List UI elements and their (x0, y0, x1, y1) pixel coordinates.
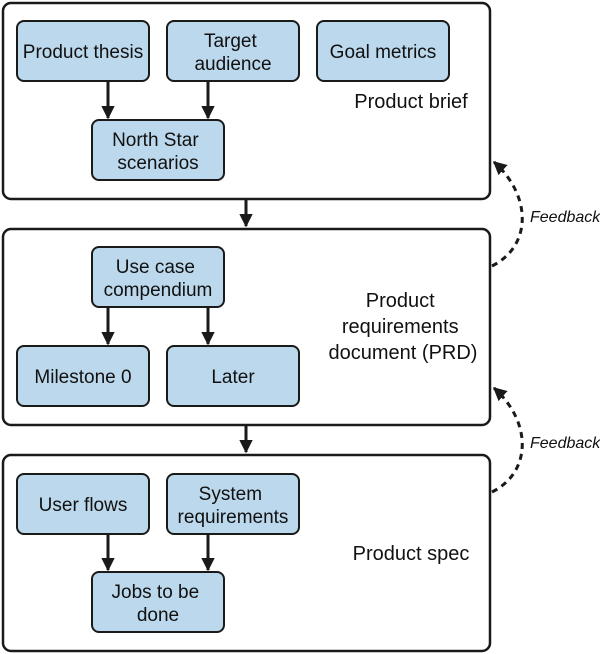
feedback-arrow-prd-to-brief (491, 160, 524, 268)
prd-title: Product requirements document (PRD) (329, 290, 478, 364)
later-box: Later (166, 345, 300, 407)
system-requirements-label: System requirements (178, 484, 289, 528)
feedback-label-upper: Feedback (530, 209, 600, 226)
later-label: Later (211, 367, 255, 388)
prd-section: Use case compendium Milestone 0 Later Pr… (1, 227, 492, 427)
system-requirements-box: System requirements (166, 473, 300, 535)
milestone-0-label: Milestone 0 (34, 367, 131, 388)
product-brief-title: Product brief (354, 91, 468, 113)
product-brief-section: Product thesis Target audience Goal metr… (1, 1, 492, 201)
product-spec-section: User flows System requirements Jobs to b… (1, 453, 492, 653)
feedback-label-lower: Feedback (530, 435, 600, 452)
target-audience-box: Target audience (166, 20, 300, 82)
product-thesis-box: Product thesis (16, 20, 150, 82)
use-case-compendium-box: Use case compendium (91, 246, 225, 308)
user-flows-label: User flows (39, 495, 128, 516)
user-flows-box: User flows (16, 473, 150, 535)
feedback-arrow-spec-to-prd (491, 386, 524, 494)
target-audience-label: Target audience (194, 31, 271, 75)
north-star-scenarios-label: North Star scenarios (112, 130, 204, 174)
product-thesis-label: Product thesis (23, 42, 143, 63)
jobs-to-be-done-box: Jobs to be done (91, 571, 225, 633)
product-spec-title: Product spec (353, 543, 470, 565)
milestone-0-box: Milestone 0 (16, 345, 150, 407)
goal-metrics-label: Goal metrics (330, 42, 437, 63)
jobs-to-be-done-label: Jobs to be done (112, 582, 205, 626)
use-case-compendium-label: Use case compendium (104, 257, 213, 301)
north-star-scenarios-box: North Star scenarios (91, 119, 225, 181)
goal-metrics-box: Goal metrics (316, 20, 450, 82)
